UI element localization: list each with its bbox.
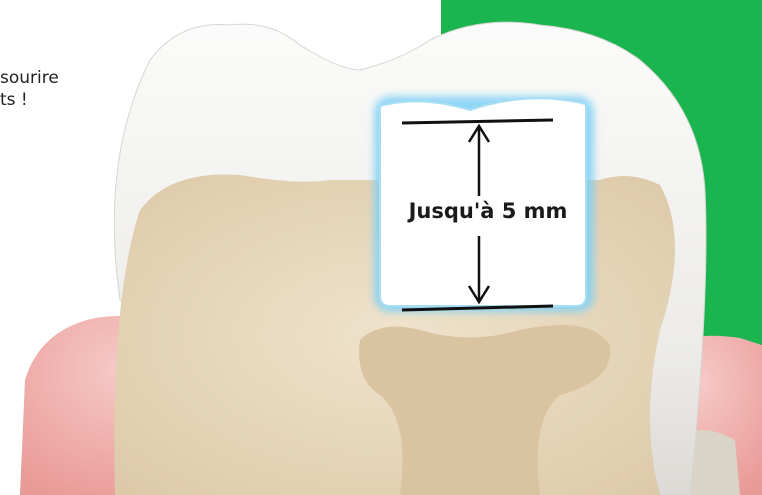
measurement-label: Jusqu'à 5 mm [380, 199, 596, 223]
